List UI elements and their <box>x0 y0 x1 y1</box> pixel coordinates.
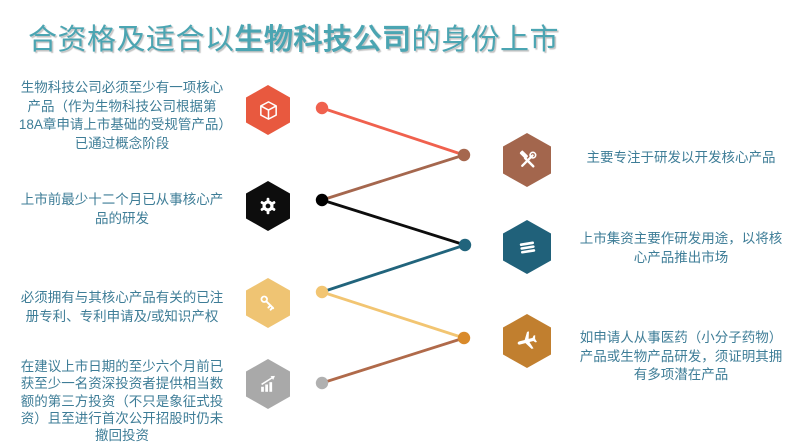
title-highlight: 生物科技公司 <box>234 24 412 56</box>
connector-line <box>321 153 465 202</box>
left-text-core-product: 生物科技公司必须至少有一项核心产品（作为生物科技公司根据第18A章申请上市基础的… <box>18 80 226 151</box>
connector-line <box>321 290 465 340</box>
connector-line <box>321 106 465 157</box>
hexagon-rd-12-months <box>246 181 290 231</box>
connector-dot <box>457 148 471 162</box>
right-text-ipo-proceeds: 上市集资主要作研发用途，以将核心产品推出市场 <box>579 231 783 265</box>
left-text-rd-12-months: 上市前最少十二个月已从事核心产品的研发 <box>20 192 224 226</box>
key-icon <box>257 292 279 314</box>
left-text-investor: 在建议上市日期的至少六个月前已获至少一名资深投资者提供相当数额的第三方投资（不只… <box>20 359 224 444</box>
plane-icon <box>515 329 539 353</box>
connector-dot <box>315 376 329 390</box>
connector-dot <box>315 101 329 115</box>
connector-line <box>321 243 466 294</box>
layers-icon <box>516 236 539 259</box>
title-prefix: 合资格及适合以 <box>28 24 235 56</box>
left-text-patents: 必须拥有与其核心产品有关的已注册专利、专利申请及/或知识产权 <box>20 290 224 324</box>
bar-chart-icon <box>257 373 279 395</box>
right-text-focus-rd: 主要专注于研发以开发核心产品 <box>586 150 776 165</box>
hexagon-core-product <box>246 85 290 135</box>
connector-line <box>321 198 466 247</box>
hexagon-focus-rd <box>503 133 551 187</box>
connector-dot <box>457 331 471 345</box>
gear-icon <box>257 195 279 217</box>
right-text-pipeline: 如申请人从事医药（小分子药物）产品或生物产品研发，须证明其拥有多项潜在产品 <box>579 330 783 382</box>
tools-icon <box>516 149 539 172</box>
slide-title: 合资格及适合以生物科技公司的身份上市 <box>28 16 768 58</box>
connector-line <box>321 336 465 385</box>
hexagon-patents <box>246 278 290 328</box>
hexagon-investor <box>246 359 290 409</box>
hexagon-ipo-proceeds <box>503 220 551 274</box>
connector-dot <box>458 238 472 252</box>
connector-dot <box>315 285 329 299</box>
cube-icon <box>257 99 280 122</box>
hexagon-pipeline <box>503 314 551 368</box>
connector-dot <box>315 193 329 207</box>
title-suffix: 的身份上市 <box>411 24 560 56</box>
